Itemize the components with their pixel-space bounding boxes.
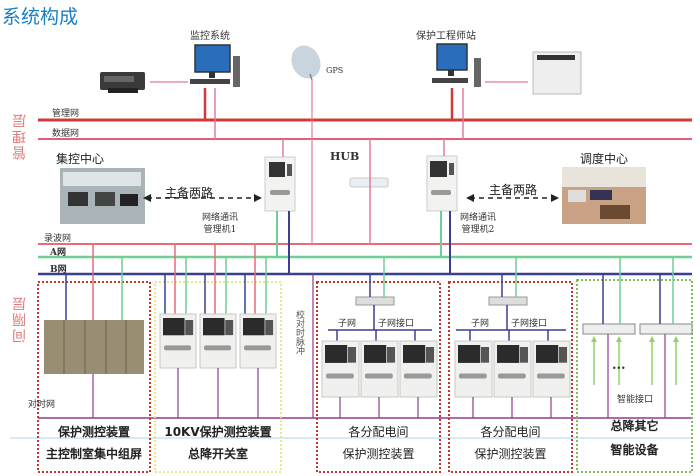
dispatch-center-image — [562, 167, 646, 224]
protection-device-2-3 — [239, 313, 277, 369]
label-dual-route-left: 主备两路 — [165, 186, 214, 200]
protection-device-3-2 — [360, 340, 399, 398]
label-timing-net: 对时网 — [28, 400, 56, 410]
label-dual-route-right: 主备两路 — [489, 183, 538, 197]
protection-device-4-1 — [454, 340, 493, 398]
label-b-net: B网 — [50, 265, 67, 275]
label-comm-manager-1: 网络通讯 管理机1 — [202, 213, 239, 235]
printer-right — [532, 51, 582, 95]
label-monitoring-system: 监控系统 — [190, 31, 230, 42]
label-dispatch-center: 调度中心 — [580, 152, 629, 166]
group-2-label-line2: 总降开关室 — [187, 447, 248, 461]
group-2-label-line1: 10KV保护测控装置 — [164, 425, 272, 439]
label-subnet-4: 子网 — [471, 319, 490, 329]
engineer-computer — [432, 43, 481, 87]
smart-interface-arrow-1 — [591, 336, 597, 385]
label-wave-net: 录波网 — [44, 234, 72, 244]
hub-device — [349, 177, 389, 188]
label-hub: HUB — [330, 150, 360, 163]
control-panel-cabinet — [44, 320, 144, 374]
printer-left — [100, 72, 145, 93]
centralized-control-image — [60, 168, 145, 224]
protection-device-2-2 — [199, 313, 237, 369]
protection-device-4-3 — [532, 340, 571, 398]
comm-manager-2-device — [426, 155, 458, 212]
gps-dish — [291, 45, 321, 81]
smart-interface-arrow-4 — [673, 336, 679, 385]
group-3-label-line1: 各分配电间 — [348, 425, 409, 439]
layer-label-management: 管理层 — [12, 112, 28, 160]
smart-switch-1 — [582, 323, 636, 335]
group-box-2 — [154, 281, 282, 473]
label-subnet-interface-4: 子网接口 — [511, 319, 548, 329]
protection-device-4-2 — [493, 340, 532, 398]
label-timing-pulse: 校对时脉冲 — [294, 310, 304, 355]
group-box-1 — [37, 281, 151, 473]
group-3-label-line2: 保护测控装置 — [342, 447, 415, 461]
subnet-switch-4 — [488, 296, 528, 306]
protection-device-3-1 — [321, 340, 360, 398]
group-4-label-line1: 各分配电间 — [480, 425, 541, 439]
group-box-3 — [316, 281, 441, 473]
protection-device-3-3 — [399, 340, 438, 398]
label-engineer-station: 保护工程师站 — [416, 31, 476, 42]
comm-manager-1-device — [264, 156, 296, 212]
page-title: 系统构成 — [2, 6, 79, 28]
group-1-label-line1: 保护测控装置 — [57, 425, 130, 439]
monitoring-computer — [190, 44, 240, 87]
label-a-net: A网 — [50, 248, 66, 258]
label-gps: GPS — [326, 66, 344, 75]
group-1-label-line2: 主控制室集中组屏 — [45, 447, 142, 461]
group-box-5 — [576, 279, 693, 473]
smart-interface-arrow-2 — [616, 336, 622, 385]
smart-switch-2 — [639, 323, 693, 335]
group-4-label-line2: 保护测控装置 — [474, 447, 547, 461]
label-ellipsis: ... — [612, 358, 626, 373]
label-subnet-interface-3: 子网接口 — [378, 319, 415, 329]
label-management-net: 管理网 — [52, 109, 80, 119]
layer-label-bay: 间隔层 — [12, 295, 28, 343]
label-data-net: 数据网 — [52, 129, 80, 139]
label-subnet-3: 子网 — [338, 319, 357, 329]
group-box-4 — [448, 281, 573, 473]
label-smart-interface: 智能接口 — [617, 395, 654, 405]
group-5-label-line1: 总降其它 — [610, 419, 659, 433]
group-5-label-line2: 智能设备 — [610, 443, 659, 457]
subnet-switch-3 — [355, 296, 395, 306]
protection-device-2-1 — [159, 313, 197, 369]
label-comm-manager-2: 网络通讯 管理机2 — [460, 213, 497, 235]
smart-interface-arrow-3 — [649, 336, 655, 385]
label-centralized-control: 集控中心 — [56, 152, 105, 166]
